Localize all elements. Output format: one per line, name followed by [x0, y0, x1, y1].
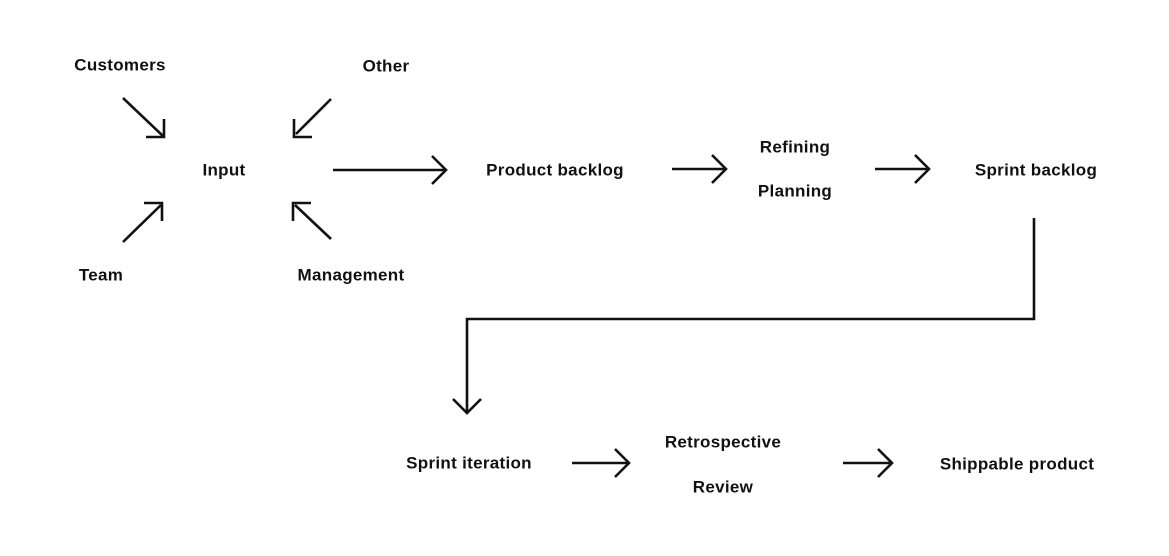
node-planning: Planning [757, 181, 833, 201]
arrow-customers-to-input [122, 97, 166, 139]
arrow-other-to-input [292, 98, 332, 139]
connector-sprint-backlog-to-sprint-iteration [452, 218, 1036, 415]
arrow-refining-to-sprint-backlog [875, 154, 931, 184]
node-other: Other [362, 56, 410, 76]
node-sprint-backlog: Sprint backlog [974, 160, 1098, 180]
arrow-sprint-iteration-to-retrospective [572, 448, 631, 478]
arrow-product-backlog-to-refining [672, 154, 728, 184]
arrow-input-to-product-backlog [333, 155, 448, 185]
node-sprint-iteration: Sprint iteration [406, 453, 532, 473]
node-shippable-product: Shippable product [939, 454, 1095, 474]
arrow-team-to-input [122, 201, 164, 243]
node-team: Team [78, 265, 124, 285]
arrow-management-to-input [291, 201, 332, 240]
node-input: Input [202, 160, 246, 180]
node-product-backlog: Product backlog [486, 160, 624, 180]
node-management: Management [297, 265, 405, 285]
arrow-review-to-shippable-product [843, 448, 894, 478]
node-review: Review [692, 477, 754, 497]
node-retrospective: Retrospective [664, 432, 782, 452]
node-refining: Refining [759, 137, 831, 157]
node-customers: Customers [74, 55, 166, 75]
